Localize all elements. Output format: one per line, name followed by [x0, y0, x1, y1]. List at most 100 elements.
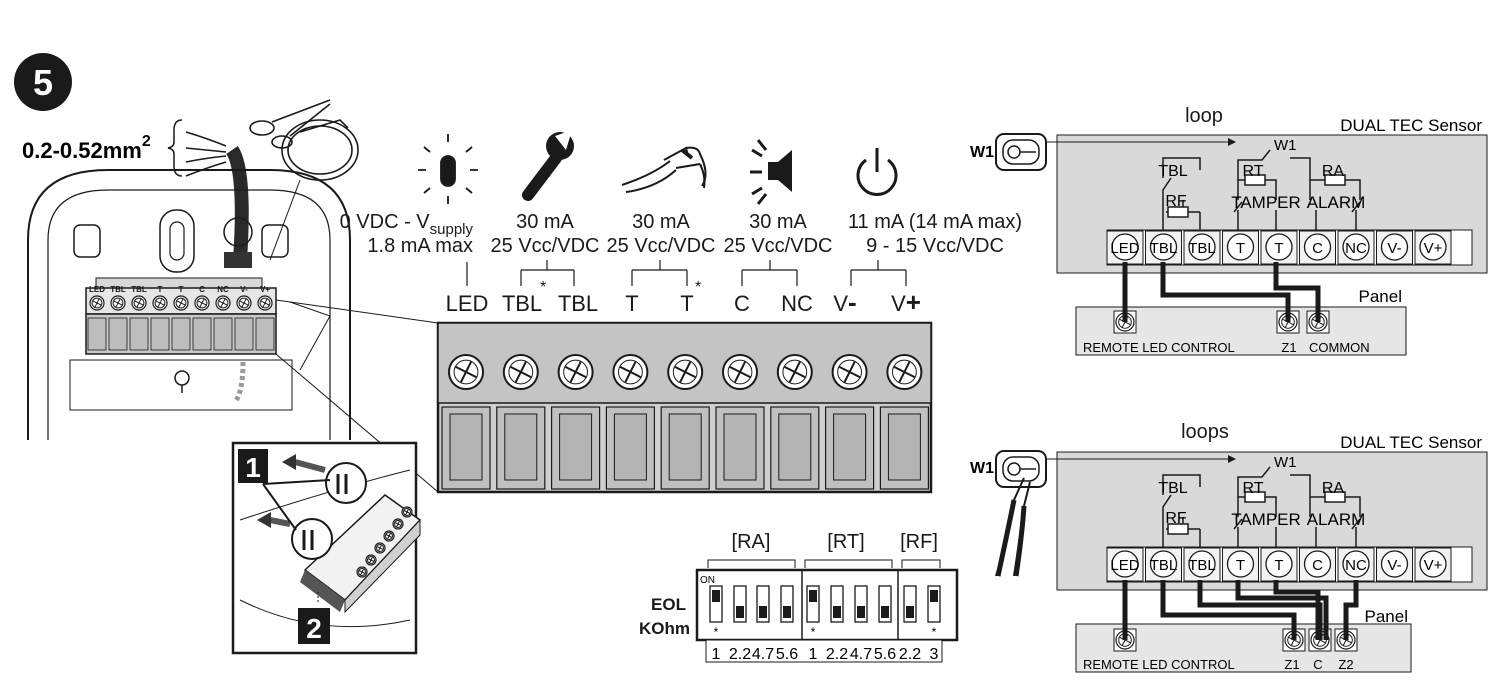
terminal-slot-inner [668, 413, 702, 481]
wire-gauge-label: 0.2-0.52mm2 [22, 133, 151, 163]
mini-terminal-screw [173, 295, 189, 311]
dip-switch[interactable] [733, 585, 747, 623]
dip-switch[interactable] [854, 585, 868, 623]
dip-switch[interactable] [903, 585, 917, 623]
mini-terminal-label: TBL [110, 285, 126, 294]
pliers-icon [995, 477, 1031, 577]
jumper-label: W1 [970, 144, 994, 161]
spec-brackets [466, 260, 907, 286]
terminal-screw [557, 354, 594, 390]
dip-switch[interactable]: * [806, 585, 820, 639]
mini-terminal-screw [89, 295, 105, 311]
sensor-terminal: V- [1376, 230, 1413, 265]
sensor-terminal-label: T [1274, 240, 1283, 257]
mini-terminal-label: T [158, 285, 163, 294]
dip-switch[interactable] [830, 585, 844, 623]
mini-terminal-label: NC [217, 285, 229, 294]
sensor-terminal: C [1299, 230, 1336, 265]
dip-switch[interactable]: * [709, 585, 723, 639]
panel-terminal-c: C [1313, 657, 1322, 672]
svg-text:RT: RT [1242, 163, 1263, 180]
svg-text:1.8 mA max: 1.8 mA max [367, 235, 473, 257]
sensor-terminal-label: C [1312, 557, 1323, 574]
wiring-diagram-loop: loop DUAL TEC Sensor W1 W1 TBL RF RT TAM… [970, 105, 1488, 356]
terminal-slot-inner [778, 413, 812, 481]
mini-terminal-screw [131, 295, 147, 311]
sensor-terminal-label: V+ [1424, 557, 1443, 574]
terminal-label-t-1: T [625, 291, 638, 316]
svg-text:RF: RF [1165, 510, 1187, 527]
sensor-terminal: V+ [1414, 230, 1452, 265]
mini-terminal-label: TBL [131, 285, 147, 294]
svg-text:30 mA: 30 mA [516, 211, 574, 233]
dip-value-label: 5.6 [874, 646, 896, 663]
dip-switch[interactable] [780, 585, 794, 623]
terminal-label-c: C [734, 291, 750, 316]
dip-value-label: 1 [712, 646, 721, 663]
wiring-diagram-loops: loops DUAL TEC Sensor W1 W1 TBL RF RT TA… [970, 421, 1488, 673]
terminal-label-v-plus: V+ [891, 287, 921, 317]
sensor-terminal-label: TBL [1188, 240, 1216, 257]
spec-led: 0 VDC - Vsupply 1.8 mA max [340, 211, 474, 257]
sensor-terminal: NC [1337, 547, 1375, 582]
jumper-w1-icon [995, 133, 1047, 171]
dip-default-star: * [811, 625, 816, 639]
terminal-screw [612, 354, 649, 390]
terminal-screw [776, 354, 813, 390]
sensor-label: DUAL TEC Sensor [1340, 433, 1482, 452]
dip-group-rf: [RF] [900, 531, 938, 553]
sensor-terminal-label: TBL [1150, 557, 1178, 574]
terminal-label-tbl-2: TBL [558, 291, 598, 316]
scissors-icon [249, 99, 331, 149]
terminal-screw [722, 354, 758, 390]
mini-terminal-label: V- [240, 285, 248, 294]
mini-terminal-screw [236, 295, 252, 311]
spec-trouble: 30 mA 25 Vcc/VDC [491, 211, 600, 257]
sensor-terminal-label: V- [1387, 240, 1401, 257]
mini-terminal-slot [255, 317, 275, 351]
sensor-terminal: LED [1106, 230, 1144, 265]
kohm-label: KOhm [639, 619, 690, 638]
mini-terminal-slot [129, 317, 149, 351]
sensor-terminal-label: T [1274, 557, 1283, 574]
mini-terminal-slot [213, 317, 233, 351]
svg-text:TAMPER: TAMPER [1231, 193, 1301, 212]
sensor-terminal: T [1222, 230, 1259, 265]
sensor-terminal: TBL [1145, 230, 1182, 265]
sensor-terminal-label: NC [1345, 240, 1367, 257]
dip-switch[interactable] [756, 585, 770, 623]
dip-switch[interactable]: * [927, 585, 941, 639]
mini-terminal-slot [87, 317, 107, 351]
dip-switch[interactable] [878, 585, 892, 623]
svg-text:11 mA (14 mA max): 11 mA (14 mA max) [848, 211, 1022, 233]
mini-terminal-slot [108, 317, 128, 351]
dip-group-rt: [RT] [827, 531, 864, 553]
svg-text:TAMPER: TAMPER [1231, 510, 1301, 529]
spec-alarm: 30 mA 25 Vcc/VDC [724, 211, 833, 257]
terminal-screw [831, 354, 868, 390]
terminal-slot-inner [559, 413, 593, 481]
mini-terminal-screw [152, 295, 168, 311]
dip-group-ra: [RA] [732, 531, 771, 553]
panel-label: Panel [1359, 287, 1402, 306]
svg-text:TBL: TBL [1158, 163, 1187, 180]
terminal-slot-inner [887, 413, 921, 481]
svg-text:25 Vcc/VDC: 25 Vcc/VDC [491, 235, 600, 257]
sensor-terminal-label: V+ [1424, 240, 1443, 257]
inset-screw [356, 566, 368, 578]
sensor-terminal-label: T [1236, 240, 1245, 257]
svg-text:RA: RA [1322, 480, 1345, 497]
terminal-label-t-2: T [680, 291, 693, 316]
svg-text:ALARM: ALARM [1307, 510, 1366, 529]
dip-value-label: 2.2 [899, 646, 921, 663]
panel-terminal-remote-led: REMOTE LED CONTROL [1083, 657, 1235, 672]
sensor-terminal: C [1299, 547, 1336, 582]
step-badge: 5 [14, 53, 72, 111]
sensor-terminal: NC [1337, 230, 1375, 265]
sensor-terminal-label: T [1236, 557, 1245, 574]
inset-screw [401, 506, 413, 518]
mini-terminal-slot [150, 317, 170, 351]
mini-terminal-screw [110, 295, 126, 311]
mini-terminal-slot [234, 317, 254, 351]
